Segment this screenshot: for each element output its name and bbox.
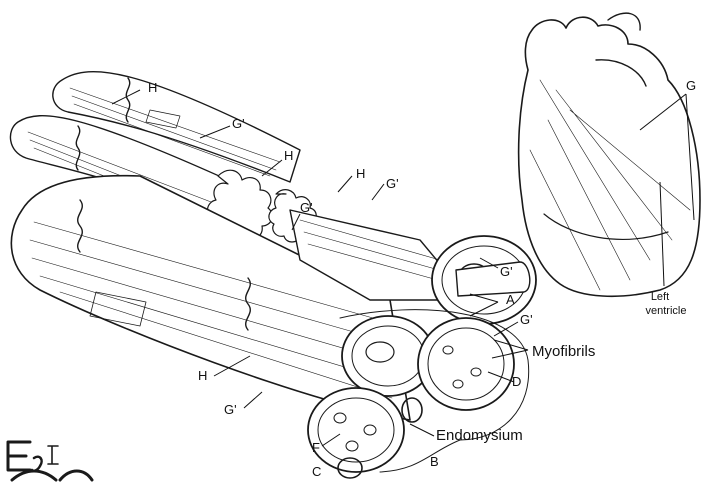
label-g-prime-6: G' [224,402,237,417]
label-g: G [686,78,696,93]
label-d: D [512,374,521,389]
label-b: B [430,454,439,469]
label-f: F [312,440,320,455]
large-fiber [11,176,410,420]
label-g-prime-5: G' [520,312,533,327]
label-g-prime-1: G' [232,116,245,131]
label-h-4: H [198,368,207,383]
label-a: A [506,292,515,307]
cross-section-right [418,318,514,410]
corner-handwritten-mark [8,442,92,480]
label-h-3: H [356,166,365,181]
label-g-prime-4: G' [500,264,513,279]
label-g-prime-3: G' [300,200,313,215]
label-c: C [312,464,321,479]
heart-illustration [519,13,700,296]
label-left: Left [651,291,669,303]
label-h-2: H [284,148,293,163]
cross-section-top [432,236,536,324]
label-h-1: H [148,80,157,95]
label-g-prime-2: G' [386,176,399,191]
label-endomysium: Endomysium [436,427,523,444]
label-ventricle: ventricle [646,305,687,317]
label-myofibrils: Myofibrils [532,343,595,360]
